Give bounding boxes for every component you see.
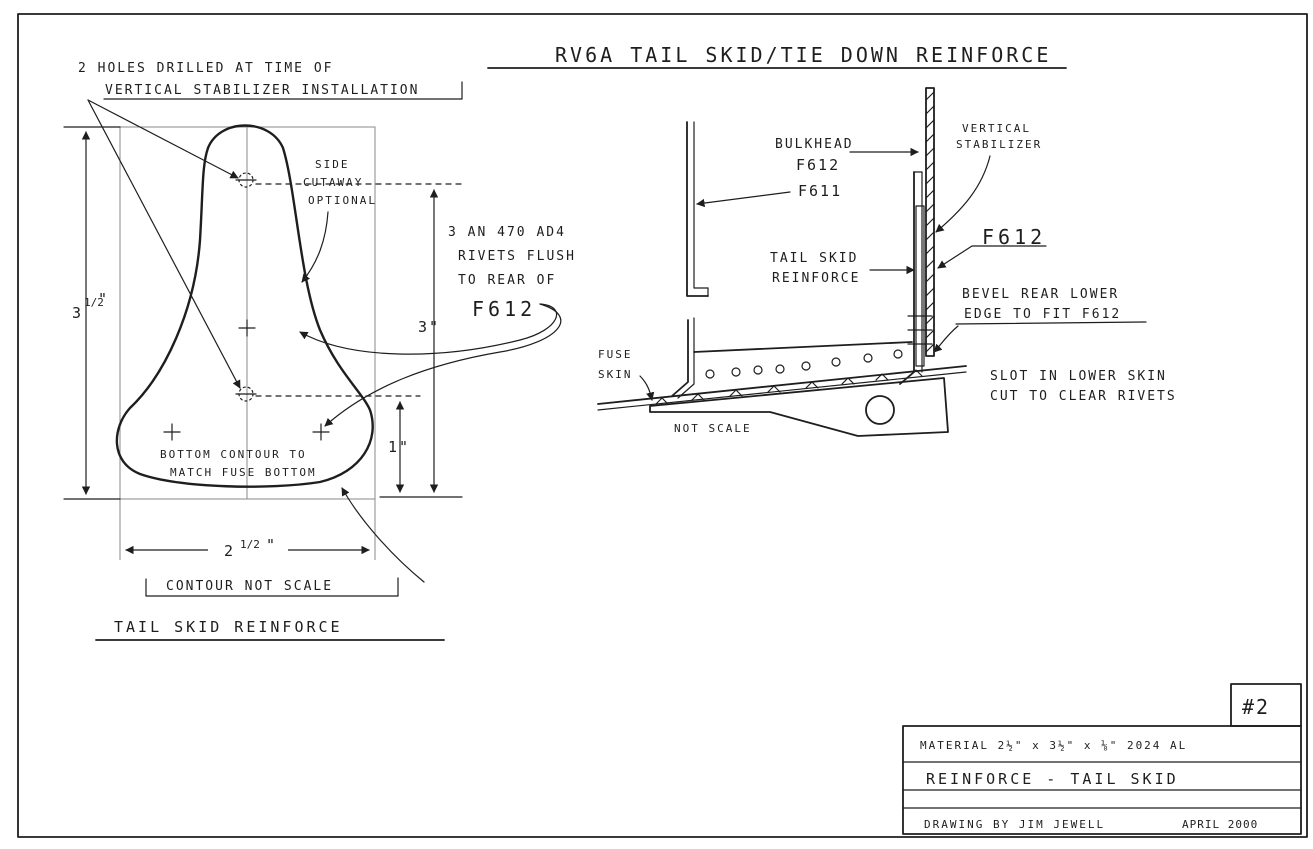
not-scale-label: NOT SCALE xyxy=(674,422,752,435)
svg-text:": " xyxy=(266,536,277,554)
drawing-title: RV6A TAIL SKID/TIE DOWN REINFORCE xyxy=(555,43,1051,67)
bottom-contour-line2: MATCH FUSE BOTTOM xyxy=(170,466,317,479)
height-dimension-label: 3 1/2 " xyxy=(72,290,109,322)
tie-down-block xyxy=(649,377,949,437)
svg-text:1/2: 1/2 xyxy=(240,538,260,551)
fuse-skin-leader xyxy=(639,375,655,401)
slot-label-line2: CUT TO CLEAR RIVETS xyxy=(990,389,1177,404)
reinforce-plate-contour xyxy=(115,124,374,488)
drawing-date: APRIL 2000 xyxy=(1182,818,1258,831)
f611-bulkhead-inner xyxy=(693,121,709,289)
contour-note: CONTOUR NOT SCALE xyxy=(166,579,333,594)
holes-note-line1: 2 HOLES DRILLED AT TIME OF xyxy=(78,61,334,76)
tailskid-label-line1: TAIL SKID xyxy=(770,251,858,266)
tail-skid-reinforce-bar xyxy=(915,205,925,367)
side-cutaway-leader xyxy=(301,211,329,283)
fuse-skin-label-line2: SKIN xyxy=(598,368,633,381)
vstab-leader xyxy=(935,155,991,233)
rivet-span-label: 3" xyxy=(418,318,440,336)
lower-rib-line xyxy=(693,341,913,353)
fuse-skin-upper xyxy=(597,365,967,405)
holes-note-underline xyxy=(103,81,463,100)
side-cutaway-line3: OPTIONAL xyxy=(308,194,377,207)
bottom-contour-line1: BOTTOM CONTOUR TO xyxy=(160,448,307,461)
rivets-leader-top xyxy=(299,303,558,355)
tie-down-hole xyxy=(865,395,895,425)
side-cutaway-line1: SIDE xyxy=(315,158,350,171)
tail-skid-plate-view: 2 HOLES DRILLED AT TIME OF VERTICAL STAB… xyxy=(63,61,576,641)
bulkhead-label-line1: BULKHEAD xyxy=(775,137,854,152)
bevel-label-line2: EDGE TO FIT F612 xyxy=(964,307,1121,322)
width-dimension-label: 2 1/2 " xyxy=(224,536,277,560)
bottom-dimension-label: 1" xyxy=(388,438,410,456)
fuse-skin-label-line1: FUSE xyxy=(598,348,633,361)
rivet-row xyxy=(705,349,903,379)
vstab-label-line1: VERTICAL xyxy=(962,122,1031,135)
vertical-stabilizer-spar xyxy=(925,87,935,357)
plate-view-caption: TAIL SKID REINFORCE xyxy=(114,618,343,636)
part-name: REINFORCE - TAIL SKID xyxy=(926,770,1179,788)
bevel-leader xyxy=(933,325,959,353)
width-label-mask xyxy=(208,538,288,560)
sheet-number: #2 xyxy=(1242,695,1270,719)
f611-lower-flange xyxy=(671,319,689,397)
contour-note-leader xyxy=(341,487,425,583)
rivets-note-line3: TO REAR OF xyxy=(458,273,556,288)
contour-note-underline xyxy=(145,577,399,597)
svg-text:3: 3 xyxy=(72,304,83,322)
bulkhead-label-line2: F612 xyxy=(796,156,840,174)
skin-rivet-heads xyxy=(655,369,923,405)
f611-bulkhead xyxy=(686,121,709,297)
holes-leader-lower xyxy=(87,99,241,389)
title-block-frame xyxy=(902,725,1302,835)
svg-text:2: 2 xyxy=(224,542,235,560)
fuse-skin-lower xyxy=(597,371,967,411)
rivets-leader-bottom xyxy=(324,303,562,427)
slot-label-line1: SLOT IN LOWER SKIN xyxy=(990,369,1167,384)
rivet-mark-left xyxy=(163,423,181,441)
tail-section-view: BULKHEAD F612 VERTICAL STABILIZER F611 F… xyxy=(597,87,1177,437)
vstab-label-line2: STABILIZER xyxy=(956,138,1042,151)
f612-leader xyxy=(937,245,1047,269)
title-block: #2 MATERIAL 2½" x 3½" x ⅛" 2024 AL REINF… xyxy=(902,683,1302,835)
bevel-label-line1: BEVEL REAR LOWER xyxy=(962,287,1119,302)
side-cutaway-line2: CUTAWAY xyxy=(303,176,363,189)
rivet-mark-top xyxy=(238,319,256,337)
f611-label: F611 xyxy=(798,182,842,200)
sheet-border xyxy=(17,13,1308,838)
f611-lower-flange-inner xyxy=(677,317,695,399)
f611-leader xyxy=(696,191,791,208)
bevel-underline xyxy=(955,321,1147,325)
drawn-by: DRAWING BY JIM JEWELL xyxy=(924,818,1105,831)
holes-note-line2: VERTICAL STABILIZER INSTALLATION xyxy=(105,83,419,98)
svg-text:": " xyxy=(98,290,109,308)
rivets-note-line1: 3 AN 470 AD4 xyxy=(448,225,566,240)
svg-text:1/2: 1/2 xyxy=(84,296,104,309)
rivets-note-line4: F612 xyxy=(472,297,536,321)
f612-label: F612 xyxy=(982,225,1046,249)
stabilizer-hatching xyxy=(925,91,935,353)
tailskid-label-line2: REINFORCE xyxy=(772,271,860,286)
rivet-mark-right xyxy=(312,423,330,441)
rivets-note-line2: RIVETS FLUSH xyxy=(458,249,576,264)
holes-leader-upper xyxy=(87,99,239,179)
material-spec: MATERIAL 2½" x 3½" x ⅛" 2024 AL xyxy=(920,739,1187,752)
